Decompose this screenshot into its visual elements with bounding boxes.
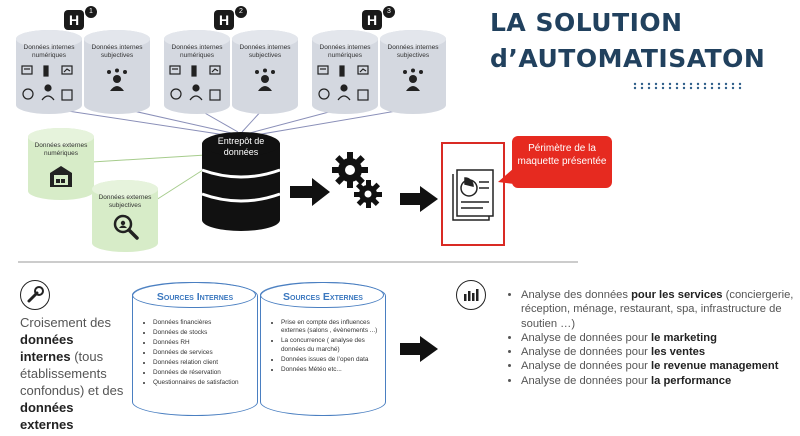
sources-internes-title: Sources Internes: [156, 291, 234, 303]
hospital-3-subjective-cylinder: Données internes subjectives: [380, 30, 446, 114]
crossing-text-part: Croisement des: [20, 315, 112, 330]
list-item: Prise en compte des influences externes …: [281, 319, 381, 336]
list-item: Données de stocks: [153, 329, 253, 337]
list-item: Questionnaires de satisfaction: [153, 379, 253, 387]
hospital-1-internal-label: Données internes numériques: [23, 44, 75, 59]
sources-internes-cylinder: Sources Internes Données financières Don…: [131, 281, 258, 416]
warehouse-label: Entrepôt de données: [217, 136, 265, 157]
maquette-perimeter-box: [441, 142, 505, 246]
hospital-1-internal-cylinder: Données internes numériques: [16, 30, 82, 114]
sources-externes-title: Sources Externes: [283, 291, 363, 303]
wrench-icon: [20, 280, 50, 310]
crossing-internal-data: données internes: [20, 332, 74, 364]
hospital-1-number: 1: [84, 5, 98, 19]
list-item: Données Météo etc...: [281, 366, 381, 374]
sources-externes-list: Prise en compte des influences externes …: [267, 319, 381, 376]
warehouse-icon: [50, 166, 72, 187]
sources-internes-list: Données financières Données de stocks Do…: [139, 319, 253, 389]
list-item: Données issues de l’open data: [281, 356, 381, 364]
hospital-1-icon: H: [64, 10, 84, 30]
analyse-item-performance: Analyse de données pour la performance: [521, 374, 800, 388]
list-item: La concurrence ( analyse des données du …: [281, 337, 381, 354]
hospital-3-number: 3: [382, 5, 396, 19]
list-item: Données de réservation: [153, 369, 253, 377]
analyse-item-marketing: Analyse de données pour le marketing: [521, 331, 800, 345]
data-warehouse-database-icon: [201, 132, 281, 231]
external-numeric-label: Données externes numériques: [34, 142, 88, 157]
perimeter-label: Périmètre de la maquette présentée: [517, 143, 607, 167]
data-icons: [169, 65, 221, 101]
external-subjective-label: Données externes subjectives: [98, 194, 152, 209]
external-subjective-cylinder: Données externes subjectives: [92, 180, 158, 252]
arrow-right-icon: [290, 178, 330, 206]
hospital-2-subjective-label: Données internes subjectives: [239, 44, 291, 59]
bar-chart-icon: [456, 280, 486, 310]
report-document-icon: [452, 169, 494, 221]
external-numeric-cylinder: Données externes numériques: [28, 128, 94, 200]
hospital-2-icon: H: [214, 10, 234, 30]
data-icons: [317, 65, 369, 101]
perimeter-callout: Périmètre de la maquette présentée: [512, 136, 612, 188]
person-stars-icon: [255, 68, 275, 91]
sources-externes-cylinder: Sources Externes Prise en compte des inf…: [259, 281, 386, 416]
hospital-2-number: 2: [234, 5, 248, 19]
hospital-3-internal-cylinder: Données internes numériques: [312, 30, 378, 114]
list-item: Données RH: [153, 339, 253, 347]
data-icons: [21, 65, 73, 101]
magnifier-icon: [113, 214, 139, 240]
analyses-list: Analyse des données pour les services (c…: [503, 288, 800, 388]
analyse-item-revenue-management: Analyse de données pour le revenue manag…: [521, 359, 800, 373]
callout-pointer: [498, 168, 514, 184]
hospital-3-icon: H: [362, 10, 382, 30]
analyse-item-services: Analyse des données pour les services (c…: [521, 288, 800, 331]
person-stars-icon: [403, 68, 423, 91]
crossing-text-part: (tous établissements confondus) et des: [20, 349, 124, 398]
arrow-right-icon: [400, 186, 438, 212]
crossing-external-data: données externes: [20, 400, 74, 432]
hospital-1-subjective-label: Données internes subjectives: [91, 44, 143, 59]
list-item: Données de services: [153, 349, 253, 357]
list-item: Données financières: [153, 319, 253, 327]
gears-icon: [332, 152, 382, 208]
title-dots-decoration: [633, 82, 742, 90]
hospital-3-internal-label: Données internes numériques: [319, 44, 371, 59]
list-item: Données relation client: [153, 359, 253, 367]
analyse-item-ventes: Analyse de données pour les ventes: [521, 345, 800, 359]
crossing-text: Croisement des données internes (tous ét…: [20, 314, 125, 433]
hospital-2-subjective-cylinder: Données internes subjectives: [232, 30, 298, 114]
hospital-3-subjective-label: Données internes subjectives: [387, 44, 439, 59]
hospital-2-internal-cylinder: Données internes numériques: [164, 30, 230, 114]
title-line-2: d’AUTOMATISATON: [490, 44, 766, 73]
person-stars-icon: [107, 68, 127, 91]
hospital-1-subjective-cylinder: Données internes subjectives: [84, 30, 150, 114]
title-line-1: LA SOLUTION: [490, 8, 683, 37]
arrow-right-icon: [400, 336, 438, 362]
hospital-2-internal-label: Données internes numériques: [171, 44, 223, 59]
